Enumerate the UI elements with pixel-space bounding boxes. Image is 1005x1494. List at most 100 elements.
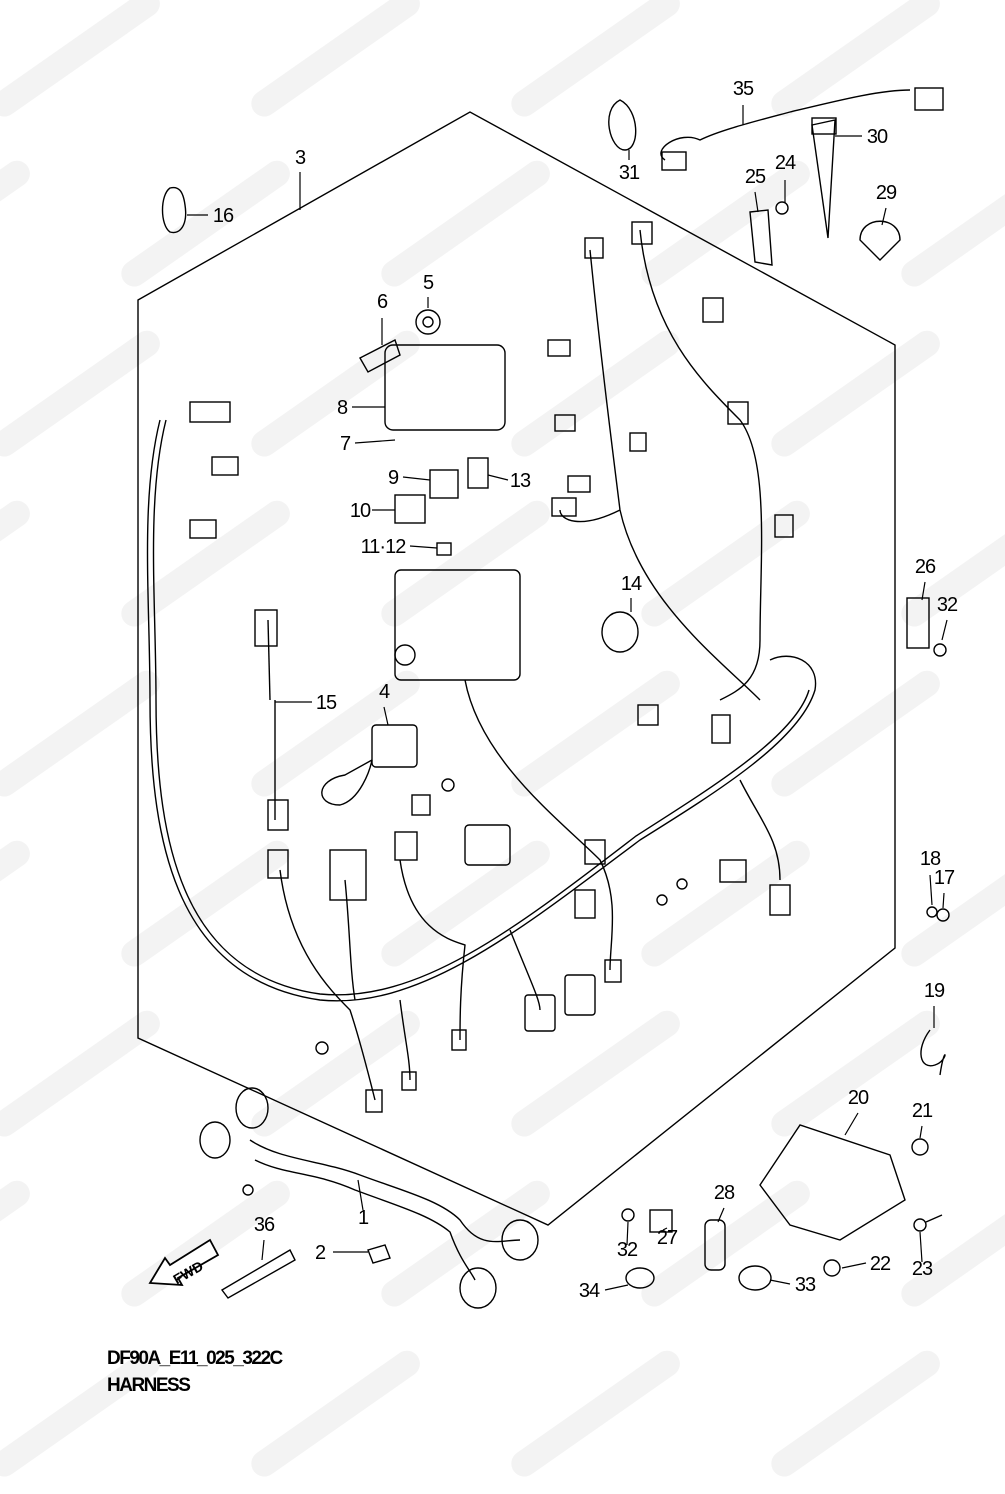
watermark-mark xyxy=(0,1350,160,1477)
part-label-10: 10 xyxy=(350,500,371,522)
leader-line xyxy=(604,1284,629,1291)
part-label-34: 34 xyxy=(579,1280,600,1302)
part-label-2: 2 xyxy=(315,1242,326,1264)
leader-line xyxy=(941,619,948,641)
part-label-14: 14 xyxy=(621,573,642,595)
watermark-mark xyxy=(0,500,30,627)
watermark-mark xyxy=(511,1010,680,1137)
watermark-mark xyxy=(0,670,160,797)
leader-line xyxy=(357,1179,364,1211)
part-label-36: 36 xyxy=(254,1214,275,1236)
leader-line xyxy=(921,581,926,601)
part-label-16: 16 xyxy=(213,205,234,227)
fuse-box-cover xyxy=(384,344,506,431)
part-label-20: 20 xyxy=(848,1087,869,1109)
part-label-32: 32 xyxy=(937,594,958,616)
part-label-22: 22 xyxy=(870,1253,891,1275)
leader-line xyxy=(354,439,396,444)
watermark-mark xyxy=(771,1010,940,1137)
part-label-33: 33 xyxy=(795,1274,816,1296)
watermark-mark xyxy=(771,330,940,457)
part-label-9: 9 xyxy=(388,467,399,489)
bracket-20 xyxy=(759,1124,906,1241)
part-label-21: 21 xyxy=(912,1100,933,1122)
part-label-6: 6 xyxy=(377,291,388,313)
part-label-29: 29 xyxy=(876,182,897,204)
right-harness xyxy=(639,229,763,701)
part-label-23: 23 xyxy=(912,1258,933,1280)
leader-line xyxy=(919,1231,923,1263)
part-label-26: 26 xyxy=(915,556,936,578)
watermark-mark xyxy=(511,670,680,797)
watermark-mark xyxy=(641,500,810,627)
leader-line xyxy=(717,1207,725,1223)
main-harness xyxy=(146,419,817,1002)
part-label-18: 18 xyxy=(920,848,941,870)
leader-line xyxy=(487,474,509,481)
leader-line xyxy=(626,1221,629,1246)
watermark-mark xyxy=(251,0,420,117)
leader-line xyxy=(662,1227,668,1231)
watermark-mark xyxy=(0,330,160,457)
leader-line xyxy=(409,545,438,549)
part-label-17: 17 xyxy=(934,867,955,889)
part-label-30: 30 xyxy=(867,126,888,148)
part-label-7: 7 xyxy=(340,433,351,455)
leader-line xyxy=(261,1239,265,1261)
watermark-mark xyxy=(511,1350,680,1477)
watermark-mark xyxy=(511,0,680,117)
leader-line xyxy=(402,476,431,481)
watermark-mark xyxy=(121,840,290,967)
leader-line xyxy=(881,207,887,226)
watermark-mark xyxy=(901,500,1005,627)
watermark-mark xyxy=(641,840,810,967)
part-label-28: 28 xyxy=(714,1182,735,1204)
watermark-mark xyxy=(251,1010,420,1137)
watermark-mark xyxy=(901,160,1005,287)
leader-line xyxy=(841,1262,867,1269)
part-label-25: 25 xyxy=(745,166,766,188)
watermark-mark xyxy=(381,1180,550,1307)
part-label-8: 8 xyxy=(337,397,348,419)
part-label-13: 13 xyxy=(510,470,531,492)
watermark-mark xyxy=(901,840,1005,967)
watermark-mark xyxy=(251,330,420,457)
watermark-mark xyxy=(251,670,420,797)
watermark-mark xyxy=(0,1010,160,1137)
diagram-drawing xyxy=(137,87,950,1309)
harness-assembly-outline xyxy=(137,111,896,1226)
watermark-mark xyxy=(771,670,940,797)
watermark-mark xyxy=(0,840,30,967)
watermark-mark xyxy=(121,160,290,287)
watermark-mark xyxy=(771,1350,940,1477)
leader-lines xyxy=(187,105,948,1291)
part-label-32: 32 xyxy=(617,1239,638,1261)
leader-line xyxy=(754,191,759,213)
watermark-mark xyxy=(511,330,680,457)
leader-line xyxy=(844,1112,859,1136)
leader-line xyxy=(769,1279,791,1285)
watermark-mark xyxy=(0,0,160,117)
part-label-35: 35 xyxy=(733,78,754,100)
watermark-mark xyxy=(901,1180,1005,1307)
part-label-31: 31 xyxy=(619,162,640,184)
part-label-11-12: 11·12 xyxy=(361,536,407,558)
part-label-5: 5 xyxy=(423,272,434,294)
leader-line xyxy=(919,1125,923,1139)
part-label-1: 1 xyxy=(358,1207,369,1229)
part-label-3: 3 xyxy=(295,147,306,169)
part-label-4: 4 xyxy=(379,681,390,703)
leader-line xyxy=(942,892,945,909)
watermark-mark xyxy=(121,500,290,627)
fuse-box xyxy=(394,569,521,681)
leader-line xyxy=(929,874,933,906)
part-label-24: 24 xyxy=(775,152,796,174)
diagram-code: DF90A_E11_025_322C xyxy=(107,1348,283,1369)
watermark-mark xyxy=(641,160,810,287)
watermark-mark xyxy=(381,160,550,287)
watermark-mark xyxy=(0,160,30,287)
part-label-19: 19 xyxy=(924,980,945,1002)
